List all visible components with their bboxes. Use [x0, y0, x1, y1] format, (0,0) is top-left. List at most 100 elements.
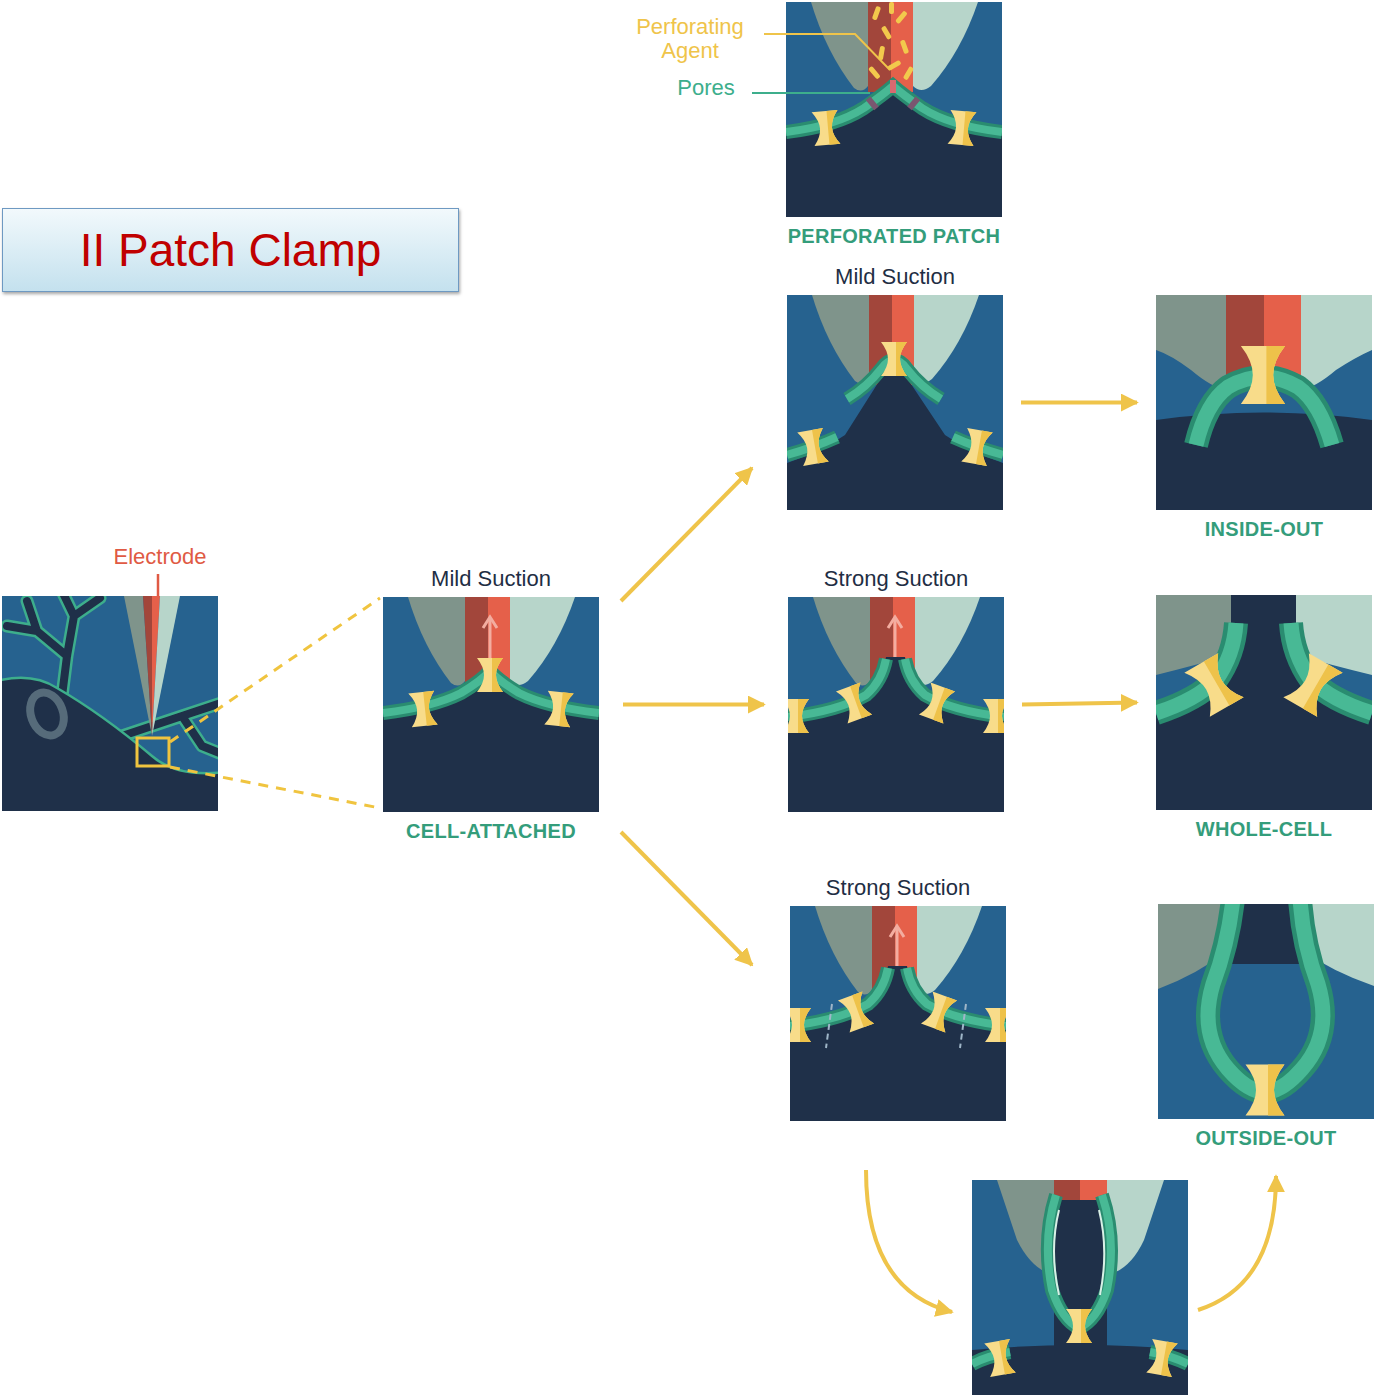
cell-attached-panel-part [383, 671, 599, 812]
vesicle-panel-part [1079, 1195, 1111, 1328]
excision-panel-part [787, 369, 1003, 510]
flow-arrow [621, 468, 752, 601]
stage-panel: Strong Suction [788, 597, 1004, 812]
curved-arrows-part [866, 1170, 952, 1312]
agent-leader [764, 34, 890, 70]
zoom-lines [170, 598, 380, 808]
inside-out-panel [1156, 295, 1372, 510]
pull-panel-part [890, 926, 904, 970]
vesicle-panel-part [1066, 1309, 1092, 1343]
callout-label: Electrode [114, 545, 207, 569]
vesicle-panel-part [984, 1339, 1016, 1377]
perforated-panel-part [890, 80, 896, 93]
diagram-title: II Patch Clamp [80, 223, 382, 277]
electrode-leader [157, 574, 160, 596]
configuration-name: CELL-ATTACHED [406, 818, 576, 844]
excision-panel [787, 295, 1003, 510]
excision-panel-part [812, 295, 979, 385]
rupture-panel-part [788, 597, 1004, 812]
whole-cell-panel [1156, 595, 1372, 810]
excision-panel-part [787, 295, 1003, 510]
outside-out-panel-part [1208, 904, 1323, 1092]
rupture-panel-part [919, 683, 955, 724]
callout-label: Perforating Agent [625, 15, 755, 63]
cell-attached-panel-part [483, 617, 497, 661]
cell-attached-panel [383, 597, 599, 812]
whole-cell-panel-part [1156, 625, 1372, 810]
stage-panel: Strong Suction [790, 906, 1006, 1121]
flow-arrow [1022, 703, 1137, 705]
pull-panel-part [790, 906, 1006, 1121]
perforated-panel-part-part [889, 2, 894, 14]
pull-panel-part [790, 1008, 811, 1042]
curved-arrows [866, 1170, 1276, 1312]
configuration-name: PERFORATED PATCH [788, 223, 1001, 249]
inside-out-panel-part [1241, 346, 1285, 404]
outside-out-panel-part [1158, 904, 1374, 1119]
stage-panel: WHOLE-CELL [1156, 595, 1372, 810]
pull-panel-part [960, 1004, 966, 1048]
stage-panel: INSIDE-OUT [1156, 295, 1372, 510]
rupture-panel [788, 597, 1004, 812]
pull-panel-part [838, 992, 874, 1033]
inside-out-panel-part [1156, 413, 1372, 511]
perforated-panel-part [866, 96, 879, 110]
vesicle-panel-part [1054, 1210, 1059, 1295]
zoom-lines-part [170, 767, 380, 808]
configuration-name: WHOLE-CELL [1196, 816, 1332, 842]
perforated-panel-part [868, 2, 914, 81]
outside-out-panel-part [1246, 1065, 1285, 1116]
perforated-panel-part [786, 86, 1002, 217]
perforated-panel-part-part [872, 6, 881, 21]
vesicle-panel-part [1099, 1210, 1104, 1295]
perforated-panel-part-part [881, 25, 892, 40]
whole-cell-panel-part [1184, 653, 1243, 717]
pull-panel-part [790, 966, 1006, 1121]
stage-panel: Mild Suction [787, 295, 1003, 510]
vesicle-panel-part [1079, 1195, 1111, 1328]
vesicle-panel [972, 1180, 1188, 1395]
outside-out-panel-part [1208, 904, 1323, 1092]
flow-arrow [621, 832, 752, 965]
cell-attached-panel-part [383, 597, 599, 812]
pull-panel [790, 906, 1006, 1121]
pull-panel-part [985, 1008, 1006, 1042]
vesicle-panel-part [1054, 1200, 1107, 1350]
perforated-panel-part-part [903, 66, 914, 81]
vesicle-panel-part [1048, 1195, 1079, 1328]
pull-panel-part [921, 992, 957, 1033]
rupture-panel-part [888, 617, 902, 661]
cell-attached-panel-part [477, 658, 503, 692]
curved-arrows-part [1198, 1176, 1276, 1310]
stage-panel: Mild SuctionCELL-ATTACHED [383, 597, 599, 812]
stage-panel: PERFORATED PATCH [786, 2, 1002, 217]
excision-panel-part [881, 342, 907, 376]
excision-panel-part [961, 428, 993, 466]
neuron-panel-part [137, 738, 169, 766]
configuration-name: OUTSIDE-OUT [1195, 1125, 1336, 1151]
rupture-panel-part [836, 683, 872, 724]
neuron-panel-part [152, 596, 180, 736]
neuron-panel-part [2, 678, 218, 811]
zoom-lines-part [170, 598, 380, 742]
title-box: II Patch Clamp [2, 208, 459, 292]
stage-panel: OUTSIDE-OUT [1158, 904, 1374, 1119]
pores-leader [752, 92, 870, 94]
step-heading: Mild Suction [835, 264, 955, 290]
vesicle-panel-part [972, 1180, 1188, 1395]
callout-label: Pores [677, 76, 734, 100]
inside-out-panel-part [1301, 295, 1372, 390]
vesicle-panel-part [1146, 1339, 1178, 1377]
perforated-panel-part-part [895, 10, 908, 24]
neuron-panel-part [124, 596, 152, 736]
pull-panel-part [826, 1004, 832, 1048]
perforated-panel-part-part [868, 66, 881, 80]
neuron-panel-part [143, 596, 152, 736]
neuron-panel-part [24, 688, 69, 740]
flow-arrow [623, 703, 764, 707]
rupture-panel-part [983, 699, 1004, 733]
inside-out-panel-part [1156, 295, 1226, 390]
cell-attached-panel-part [544, 691, 573, 728]
cell-attached-panel-part [408, 691, 437, 728]
